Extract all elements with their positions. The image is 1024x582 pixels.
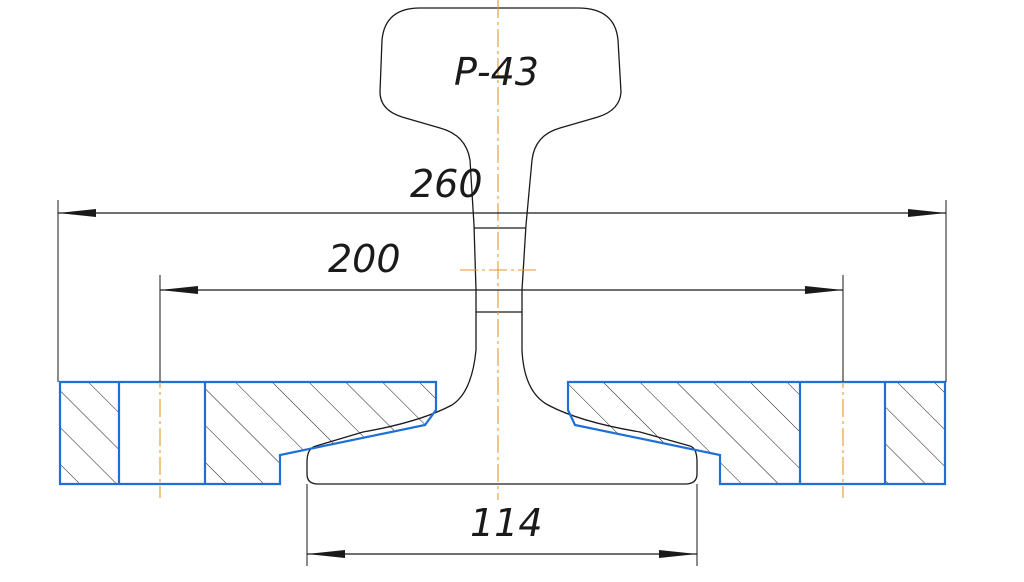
base-plate-right — [566, 380, 947, 486]
rail-type-label: Р-43 — [454, 50, 539, 94]
hatch-left-inner — [205, 382, 436, 484]
hatch-right-inner — [568, 382, 800, 484]
dimension-base-label: 114 — [470, 501, 543, 545]
dimension-overall: 260 — [58, 162, 946, 217]
base-plate-left — [58, 380, 438, 486]
hatch-right-outer — [885, 382, 945, 484]
rail-profile — [306, 7, 698, 485]
dimension-base: 114 — [307, 501, 697, 558]
dimension-holes-label: 200 — [328, 237, 401, 281]
dimension-overall-label: 260 — [410, 162, 483, 206]
hatch-left-outer — [60, 382, 119, 484]
dimension-holes: 200 — [160, 237, 843, 294]
